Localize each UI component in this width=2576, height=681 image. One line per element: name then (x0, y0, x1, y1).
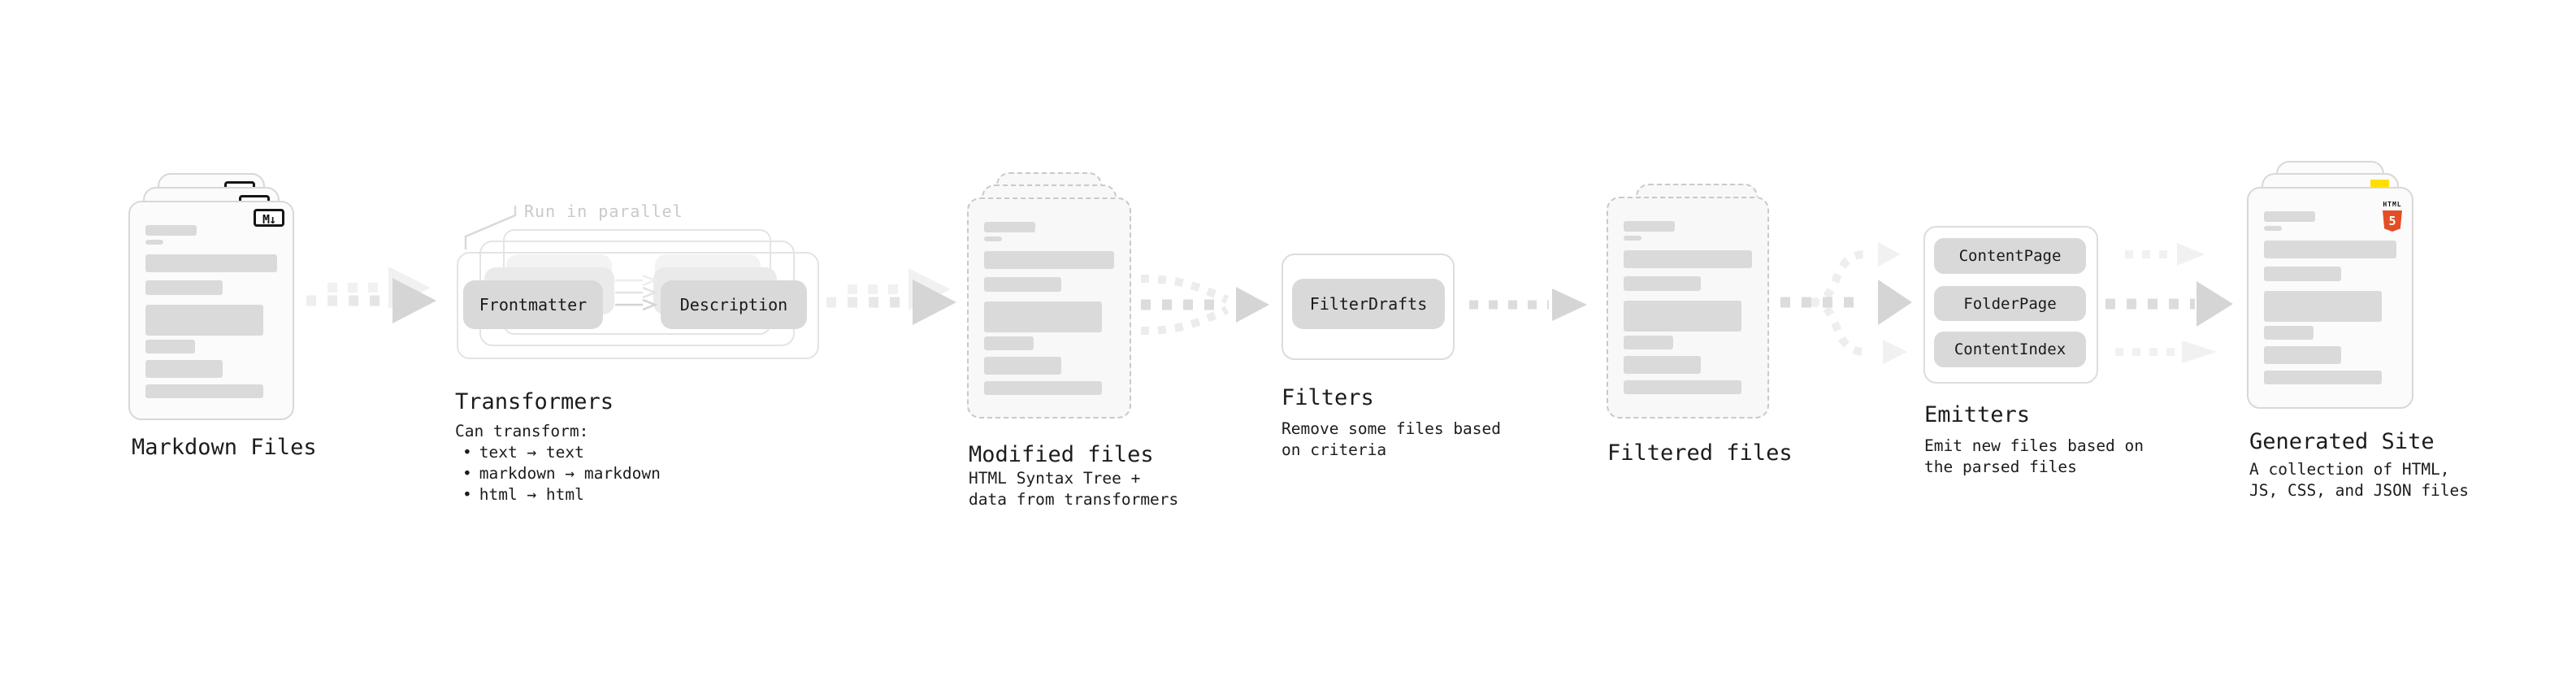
text-line-placeholder (2264, 291, 2382, 322)
text-line-placeholder (2264, 346, 2341, 364)
html5-icon-shield: 5 (2383, 210, 2402, 232)
run-in-parallel-note: Run in parallel (524, 202, 683, 221)
emitter-pill-contentpage: ContentPage (1934, 238, 2086, 274)
html5-icon: HTML 5 (2383, 194, 2402, 232)
transformer-box-front (457, 252, 819, 359)
bullet-text: text → text (479, 443, 584, 462)
stage-description: Remove some files based on criteria (1281, 419, 1501, 461)
mini-arrow (615, 287, 658, 298)
text-line-placeholder (2264, 326, 2314, 340)
file-content-placeholder (984, 199, 1114, 395)
description-line: on criteria (1281, 440, 1387, 459)
text-line-placeholder (2264, 226, 2282, 231)
emitter-pill-folderpage: FolderPage (1934, 286, 2086, 321)
description-line: JS, CSS, and JSON files (2249, 481, 2470, 500)
stage-transformers: Run in parallel Frontmatter Description … (453, 199, 835, 508)
text-line-placeholder (1624, 301, 1741, 332)
text-line-placeholder (984, 251, 1114, 269)
description-line: data from transformers (969, 490, 1179, 509)
stage-description: Emit new files based on the parsed files (1924, 436, 2144, 478)
text-line-placeholder (1624, 236, 1641, 241)
text-line-placeholder (2264, 211, 2315, 222)
bullet-text: html → html (479, 485, 584, 504)
stage-generated-site: CSS HTML 5 Generated Site (2245, 159, 2505, 517)
text-line-placeholder (2264, 267, 2341, 281)
text-line-placeholder (145, 254, 277, 272)
text-line-placeholder (145, 305, 263, 336)
transformer-pill-description: Description (661, 280, 807, 329)
text-line-placeholder (145, 225, 197, 236)
text-line-placeholder (984, 222, 1035, 232)
text-line-placeholder (984, 277, 1061, 292)
arrow-emitters-to-site (2105, 243, 2233, 363)
bullet-marker: • (462, 464, 472, 483)
text-line-placeholder (2264, 371, 2382, 384)
description-line: HTML Syntax Tree + (969, 469, 1141, 488)
text-line-placeholder (984, 336, 1034, 350)
file-card-front: HTML 5 (2247, 187, 2413, 409)
stage-filters: FilterDrafts Filters Remove some files b… (1280, 252, 1524, 479)
stage-markdown-files: M↓ M↓ M↓ Markdown Files (128, 161, 356, 486)
bullet-item: • markdown → markdown (455, 463, 661, 484)
transformer-pill-frontmatter: Frontmatter (463, 280, 603, 329)
arrow-transformers-to-modified (826, 268, 956, 325)
description-line: Can transform: (455, 422, 589, 440)
file-card-front (967, 197, 1131, 419)
stage-label: Modified files (969, 442, 1154, 467)
leader-line (464, 206, 517, 249)
text-line-placeholder (145, 384, 263, 398)
text-line-placeholder (145, 360, 223, 378)
stage-label: Emitters (1924, 402, 2031, 427)
stage-label: Transformers (455, 389, 614, 414)
text-line-placeholder (145, 280, 223, 295)
bullet-item: • text → text (455, 442, 661, 463)
file-card-front: M↓ (128, 201, 294, 420)
filter-pill-filterdrafts: FilterDrafts (1292, 279, 1445, 329)
description-line: Remove some files based (1281, 419, 1502, 438)
mini-arrow (615, 275, 658, 286)
file-content-placeholder (1624, 198, 1752, 394)
text-line-placeholder (984, 381, 1102, 395)
file-card-front (1607, 197, 1769, 419)
stage-label: Markdown Files (132, 435, 317, 460)
text-line-placeholder (2264, 241, 2396, 258)
bullet-item: • html → html (455, 484, 661, 505)
description-line: Emit new files based on (1924, 436, 2144, 455)
text-line-placeholder (984, 301, 1102, 332)
text-line-placeholder (984, 357, 1061, 375)
html5-icon-label: HTML (2383, 201, 2402, 208)
text-line-placeholder (1624, 221, 1675, 232)
stage-emitters: ContentPage FolderPage ContentIndex Emit… (1922, 224, 2166, 484)
text-line-placeholder (145, 240, 163, 245)
file-content-placeholder (2264, 189, 2396, 384)
stage-description: A collection of HTML, JS, CSS, and JSON … (2249, 459, 2469, 501)
arrow-filtered-to-emitters (1780, 242, 1912, 364)
text-line-placeholder (1624, 336, 1673, 349)
arrow-filters-to-filtered (1469, 288, 1587, 321)
bullet-marker: • (462, 485, 472, 504)
file-content-placeholder (145, 202, 277, 398)
text-line-placeholder (1624, 276, 1701, 291)
stage-modified-files: Modified files HTML Syntax Tree + data f… (965, 160, 1201, 518)
stage-description: Can transform: • text → text • markdown … (455, 421, 661, 505)
text-line-placeholder (1624, 356, 1701, 374)
text-line-placeholder (1624, 380, 1741, 394)
markdown-icon: M↓ (254, 209, 284, 227)
stage-description: HTML Syntax Tree + data from transformer… (969, 468, 1178, 510)
bullet-marker: • (462, 443, 472, 462)
bullet-text: markdown → markdown (479, 464, 661, 483)
stage-label: Filtered files (1607, 440, 1793, 466)
arrow-modified-to-filters (1140, 275, 1269, 335)
stage-label: Generated Site (2249, 429, 2435, 454)
stage-filtered-files: Filtered files (1605, 184, 1841, 492)
emitter-pill-contentindex: ContentIndex (1934, 332, 2086, 367)
arrow-markdown-to-transformers (306, 267, 436, 323)
text-line-placeholder (145, 340, 195, 354)
description-line: the parsed files (1924, 458, 2077, 476)
text-line-placeholder (984, 236, 1002, 241)
text-line-placeholder (1624, 250, 1752, 268)
mini-arrow (615, 299, 658, 310)
stage-label: Filters (1281, 385, 1374, 410)
description-line: A collection of HTML, (2249, 460, 2450, 479)
